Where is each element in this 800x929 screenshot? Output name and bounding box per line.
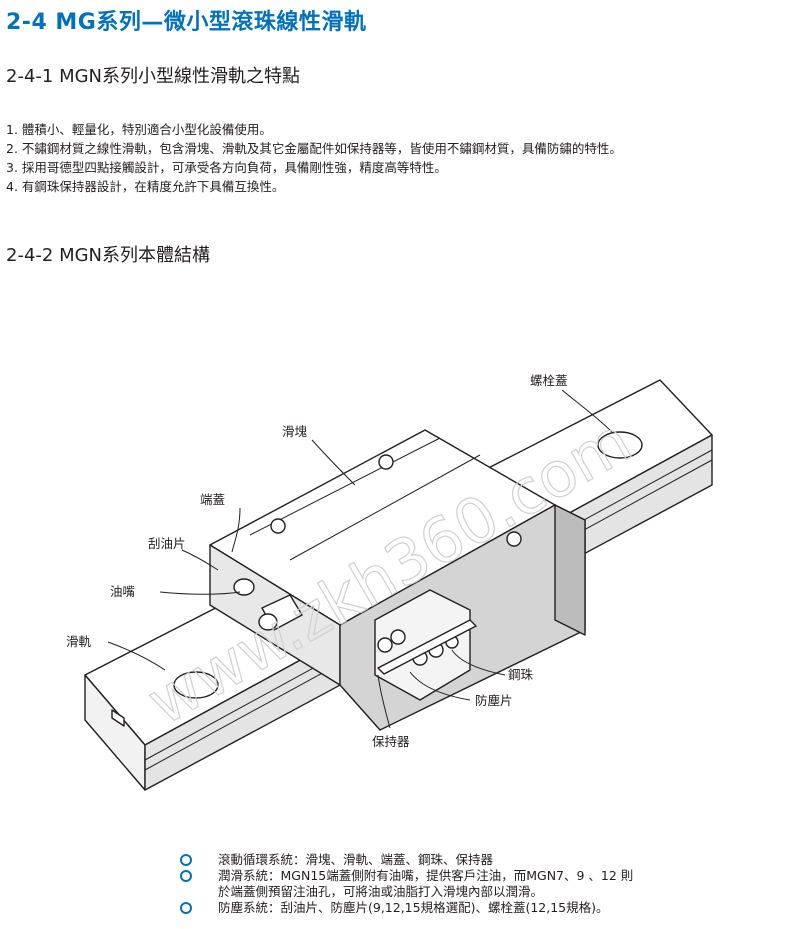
summary-item: 防塵系統：刮油片、防塵片(9,12,15規格選配)、螺栓蓋(12,15規格)。: [180, 900, 633, 916]
rail-bolt-hole: [597, 431, 643, 459]
bullet-circle-icon: [180, 854, 192, 866]
far-end-seal: [554, 504, 586, 636]
feature-list: 1. 體積小、輕量化，特別適合小型化設備使用。 2. 不鏽鋼材質之線性滑軌，包含…: [6, 120, 622, 196]
leader-scraper: [181, 549, 219, 571]
label-retainer: 保持器: [372, 734, 410, 749]
label-grease-nipple: 油嘴: [110, 584, 136, 599]
block-step: [289, 454, 481, 561]
rail-bolt-hole: [173, 671, 219, 699]
feature-item: 4. 有鋼珠保持器設計，在精度允許下具備互換性。: [6, 179, 285, 194]
bullet-circle-icon: [180, 870, 192, 882]
leader-bolt-cap: [561, 389, 613, 433]
summary-item: 潤滑系統：MGN15端蓋側附有油嘴，提供客戶注油，而MGN7、9 、12 則 於…: [180, 868, 633, 900]
leader-end-cap: [231, 507, 241, 553]
block-bolt-hole: [378, 454, 394, 470]
feature-item: 2. 不鏽鋼材質之線性滑軌，包含滑塊、滑軌及其它金屬配件如保持器等，皆使用不鏽鋼…: [6, 141, 622, 156]
retainer-strip: [377, 619, 477, 675]
summary-text: 潤滑系統：MGN15端蓋側附有油嘴，提供客戶注油，而MGN7、9 、12 則: [218, 868, 634, 883]
label-steel-ball: 鋼珠: [508, 667, 534, 682]
block-bolt-hole: [506, 531, 522, 547]
label-end-cap: 端蓋: [200, 492, 225, 507]
bullet-circle-icon: [180, 902, 192, 914]
leader-rail: [107, 641, 166, 671]
label-rail: 滑軌: [66, 634, 92, 649]
leader-dust-plate: [409, 671, 471, 701]
label-bolt-cap: 螺栓蓋: [530, 373, 568, 388]
label-block: 滑塊: [282, 424, 308, 439]
label-scraper: 刮油片: [148, 536, 186, 551]
grease-nipple-base: [233, 578, 255, 596]
structure-diagram: www.zkh360.com 螺栓蓋 滑塊 端蓋 刮油片 油嘴 滑軌 鋼珠 防塵…: [66, 373, 713, 791]
leader-steel-ball: [451, 649, 506, 676]
section-title-structure: 2-4-2 MGN系列本體結構: [6, 245, 211, 266]
system-summary-list: 滾動循環系統：滑塊、滑軌、端蓋、鋼珠、保持器 潤滑系統：MGN15端蓋側附有油嘴…: [180, 852, 633, 916]
summary-text-continued: 於端蓋側預留注油孔，可將油或油脂打入滑塊內部以潤滑。: [218, 884, 544, 899]
label-dust-plate: 防塵片: [475, 693, 513, 708]
section-title-features: 2-4-1 MGN系列小型線性滑軌之特點: [6, 66, 301, 87]
block-step: [249, 437, 441, 536]
rail-end-groove: [111, 709, 125, 727]
grease-nipple-tip: [258, 613, 278, 631]
page-title: 2-4 MG系列—微小型滾珠線性滑軌: [6, 10, 367, 35]
summary-text: 滾動循環系統：滑塊、滑軌、端蓋、鋼珠、保持器: [218, 852, 494, 867]
summary-text: 防塵系統：刮油片、防塵片(9,12,15規格選配)、螺栓蓋(12,15規格)。: [218, 900, 609, 915]
leader-grease-nipple: [159, 591, 241, 595]
leader-block: [311, 439, 356, 486]
feature-item: 3. 採用哥德型四點接觸設計，可承受各方向負荷，具備剛性強，精度高等特性。: [6, 160, 447, 175]
summary-item: 滾動循環系統：滑塊、滑軌、端蓋、鋼珠、保持器: [180, 852, 633, 868]
leader-retainer: [377, 674, 391, 729]
block-bolt-hole: [270, 518, 286, 534]
steel-ball: [390, 629, 406, 645]
feature-item: 1. 體積小、輕量化，特別適合小型化設備使用。: [6, 122, 272, 137]
steel-ball: [377, 637, 393, 653]
